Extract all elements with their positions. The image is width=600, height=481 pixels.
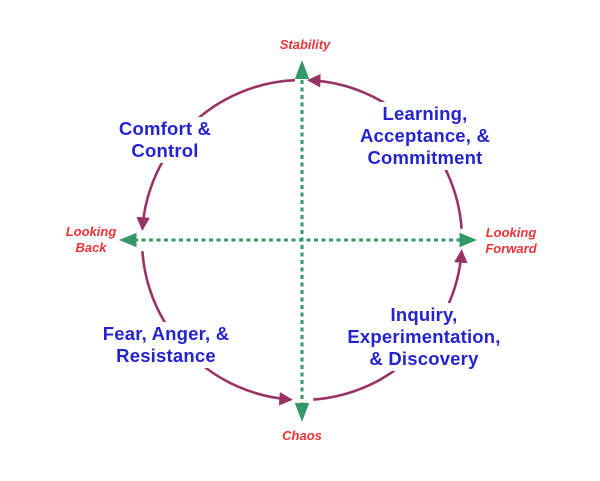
quadrant-label-line: Experimentation,: [347, 326, 501, 347]
axis-label-line: Looking: [485, 225, 537, 240]
axis-arrow-left-icon: [119, 232, 137, 248]
quadrant-label-inquiry-experimentation-discovery: Inquiry, Experimentation, & Discovery: [341, 303, 507, 371]
quadrant-label-line: Learning,: [382, 103, 468, 124]
quadrant-label-line: Acceptance, &: [359, 125, 491, 146]
axis-arrow-down-icon: [294, 403, 310, 422]
quadrant-label-line: Inquiry,: [390, 304, 458, 325]
quadrant-label-line: Commitment: [367, 147, 483, 168]
axis-arrow-right-icon: [459, 232, 477, 248]
axis-label-line: Forward: [485, 241, 537, 256]
quadrant-label-learning-acceptance-commitment: Learning, Acceptance, & Commitment: [353, 102, 497, 170]
quadrant-label-comfort-control: Comfort & Control: [112, 117, 218, 163]
axis-label-looking-forward: Looking Forward: [485, 225, 536, 257]
axis-label-line: Back: [75, 240, 107, 255]
quadrant-label-line: & Discovery: [369, 348, 479, 369]
quadrant-label-line: Control: [131, 140, 199, 161]
quadrant-label-line: Fear, Anger, &: [102, 323, 230, 344]
axis-label-line: Looking: [65, 224, 117, 239]
quadrant-label-line: Comfort &: [118, 118, 212, 139]
axis-arrow-up-icon: [294, 60, 310, 79]
axis-label-chaos: Chaos: [282, 428, 322, 443]
axis-label-stability: Stability: [279, 37, 331, 52]
quadrant-label-fear-anger-resistance: Fear, Anger, & Resistance: [96, 322, 236, 368]
quadrant-label-line: Resistance: [116, 345, 216, 366]
axis-label-looking-back: Looking Back: [66, 224, 117, 256]
